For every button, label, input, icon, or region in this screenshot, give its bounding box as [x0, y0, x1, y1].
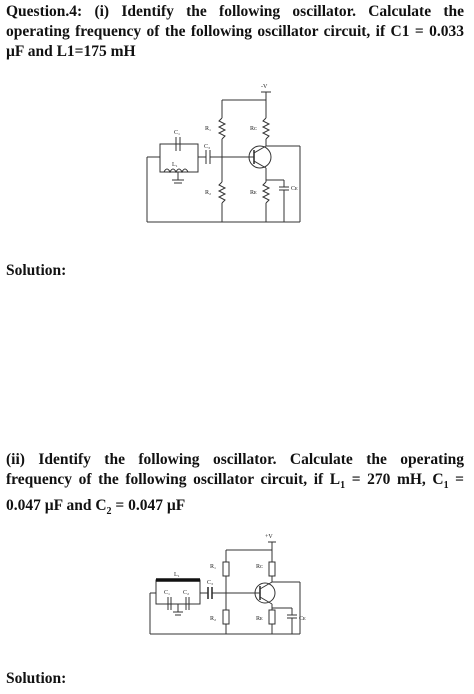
circuit-1-r1	[217, 117, 227, 140]
question-2-part-d: = 0.047 µF	[111, 497, 186, 515]
circuit-2-re-label: Rᴇ	[256, 616, 263, 622]
circuit-1-supply-label: -V	[261, 84, 268, 90]
circuit-1-diagram: -V R₁ Rᴄ C₁ L₁ C₃ R₂ Rᴇ Cᴇ	[146, 84, 301, 223]
circuit-2-diagram: +V R₁ Rᴄ L₁ C₃ C₁ C₂ R₂ Rᴇ Cᴇ	[149, 534, 306, 635]
circuit-2-re	[268, 609, 276, 625]
circuit-2-transistor-collector	[259, 581, 273, 590]
circuit-2-supply-label: +V	[265, 534, 273, 540]
circuit-1-tank-box	[159, 143, 199, 173]
question-2-sub-c2: 2	[106, 506, 112, 518]
circuit-2-ce-label: Cᴇ	[299, 616, 306, 622]
circuit-2-rc	[268, 561, 276, 577]
circuit-1-re-label: Rᴇ	[250, 190, 257, 196]
circuit-2-c2-label: C₂	[183, 590, 189, 596]
question-2-text: (ii) Identify the following oscillator. …	[6, 450, 464, 522]
circuit-2-tank-box	[155, 579, 201, 605]
circuit-1-rc-label: Rᴄ	[250, 126, 257, 132]
solution-1-label: Solution:	[6, 262, 67, 279]
circuit-1-transistor-emitter	[253, 160, 267, 169]
circuit-2-c1-label: C₁	[164, 590, 170, 596]
circuit-1-l1	[163, 168, 189, 174]
circuit-1-rc	[261, 117, 271, 140]
question-2-part-a: (ii) Identify the following oscillator. …	[6, 451, 464, 488]
circuit-2-r1-label: R₁	[210, 564, 216, 570]
circuit-1-c3-label: C₃	[204, 144, 210, 150]
question-2-part-b: = 270 mH, C	[345, 471, 444, 488]
circuit-1-r2-label: R₂	[205, 190, 211, 196]
question-2-part-c: = 0.047 µF and C	[6, 471, 464, 515]
circuit-2-c3-label: C₃	[207, 580, 213, 586]
circuit-1-r2	[217, 181, 227, 204]
circuit-2-r1	[222, 561, 230, 577]
circuit-2-r2	[222, 609, 230, 625]
circuit-2-transistor-emitter	[259, 596, 273, 605]
circuit-2-rc-label: Rᴄ	[256, 564, 263, 570]
circuit-1-c1-label: C₁	[174, 130, 180, 136]
circuit-2-r2-label: R₂	[210, 616, 216, 622]
question-2-sub-l: 1	[340, 480, 346, 492]
circuit-1-re	[261, 181, 271, 204]
circuit-1-ce-label: Cᴇ	[291, 186, 298, 192]
circuit-1-r1-label: R₁	[205, 126, 211, 132]
circuit-1-transistor-collector	[253, 145, 267, 154]
solution-2-label: Solution:	[6, 670, 67, 687]
question-2-sub-c1: 1	[443, 480, 449, 492]
circuit-2-l1-label: L₁	[174, 572, 180, 578]
circuit-1-l1-label: L₁	[172, 162, 178, 168]
question-1-text: Question.4: (i) Identify the following o…	[6, 3, 464, 60]
